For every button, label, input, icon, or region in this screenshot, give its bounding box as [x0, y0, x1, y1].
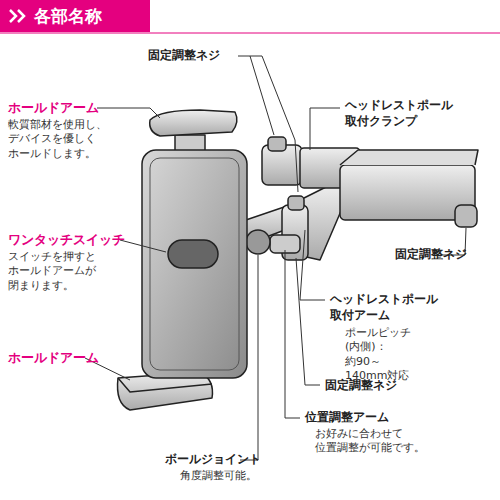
header-band	[0, 0, 150, 32]
spec-note: ポールピッチ(内側)： 約90～140mm対応	[345, 326, 411, 383]
part-name: ボールジョイント	[165, 452, 261, 468]
header-rule	[0, 33, 500, 34]
part-description: お好みに合わせて 位置調整が可能です。	[315, 427, 425, 456]
section-title: 各部名称	[34, 5, 102, 27]
part-name: 位置調整アーム	[305, 410, 389, 426]
part-heading: ホールドアーム	[8, 100, 99, 117]
part-heading: ワンタッチスイッチ	[8, 232, 125, 249]
part-name: 固定調整ネジ	[148, 48, 220, 64]
part-name: 固定調整ネジ	[395, 247, 467, 263]
part-description: スイッチを押すと ホールドアームが 閉まります。	[8, 250, 96, 293]
part-description: 角度調整可能。	[180, 469, 257, 483]
chevron-icon	[10, 10, 24, 22]
part-name: 固定調整ネジ	[325, 378, 397, 394]
part-name: ヘッドレストポール 取付クランプ	[345, 98, 453, 129]
part-description: 軟質部材を使用し、 デバイスを優しく ホールドします。	[8, 118, 107, 161]
holder-drawing	[118, 110, 479, 410]
part-heading: ホールドアーム	[8, 350, 99, 367]
part-name: ヘッドレストポール 取付アーム	[330, 292, 438, 323]
leader-lines	[85, 56, 466, 460]
